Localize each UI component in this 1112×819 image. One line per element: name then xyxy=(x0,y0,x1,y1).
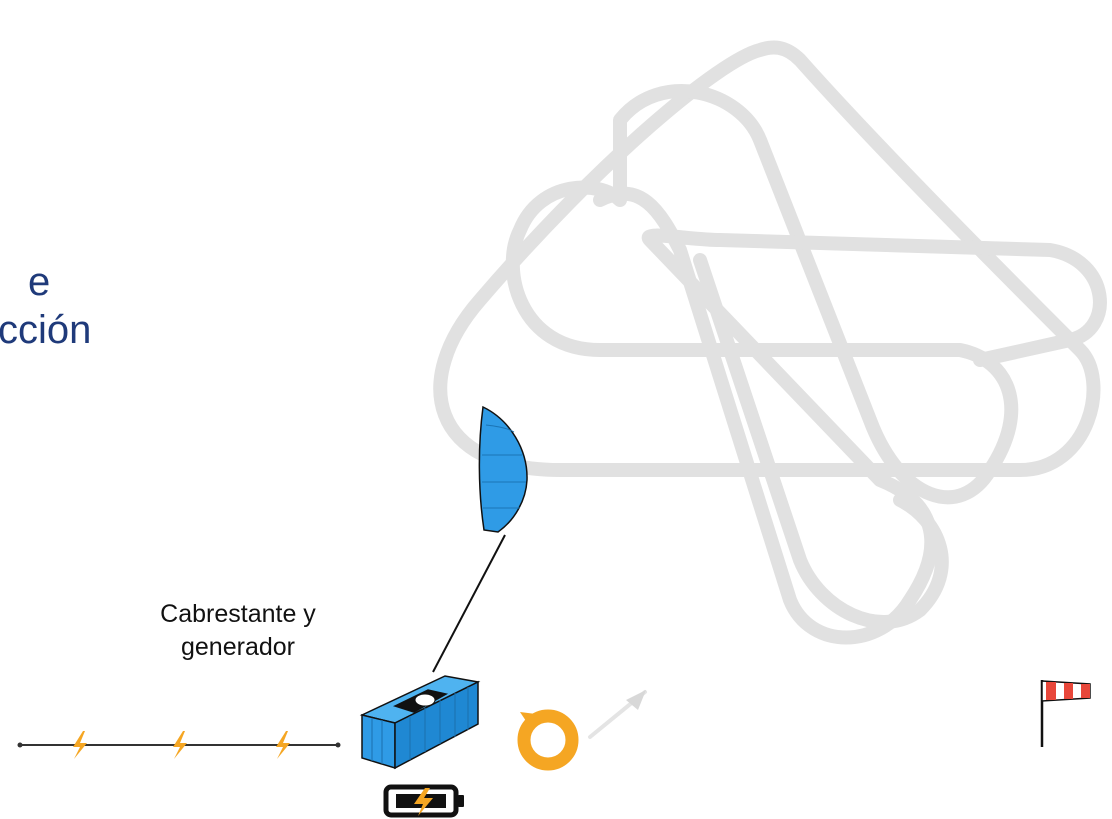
lightning-bolt-icon xyxy=(173,731,187,759)
flight-path-loop-left xyxy=(505,84,1019,505)
winch-generator-label: Cabrestante y generador xyxy=(100,598,376,664)
winch-label-line1: Cabrestante y xyxy=(160,600,316,628)
kite-icon xyxy=(478,405,528,533)
flight-path-loop-outer xyxy=(433,40,1101,477)
section-heading-line2: cción xyxy=(0,308,92,352)
lightning-bolt-icon xyxy=(276,731,290,759)
windsock-icon xyxy=(1040,680,1091,747)
power-line-icon xyxy=(17,731,341,759)
figure-eight-flight-path xyxy=(433,40,1107,645)
section-heading-line1: e xyxy=(28,260,51,304)
section-heading: e cción xyxy=(0,258,91,354)
battery-charging-icon xyxy=(383,784,464,818)
kite-tether xyxy=(432,534,506,673)
lightning-bolt-icon xyxy=(73,731,87,759)
flight-path-loop-lower xyxy=(693,253,949,629)
reel-rotation-icon xyxy=(517,690,647,771)
winch-container-icon xyxy=(359,675,481,770)
winch-label-line2: generador xyxy=(181,633,295,661)
flight-path-loop-right xyxy=(593,186,1107,645)
